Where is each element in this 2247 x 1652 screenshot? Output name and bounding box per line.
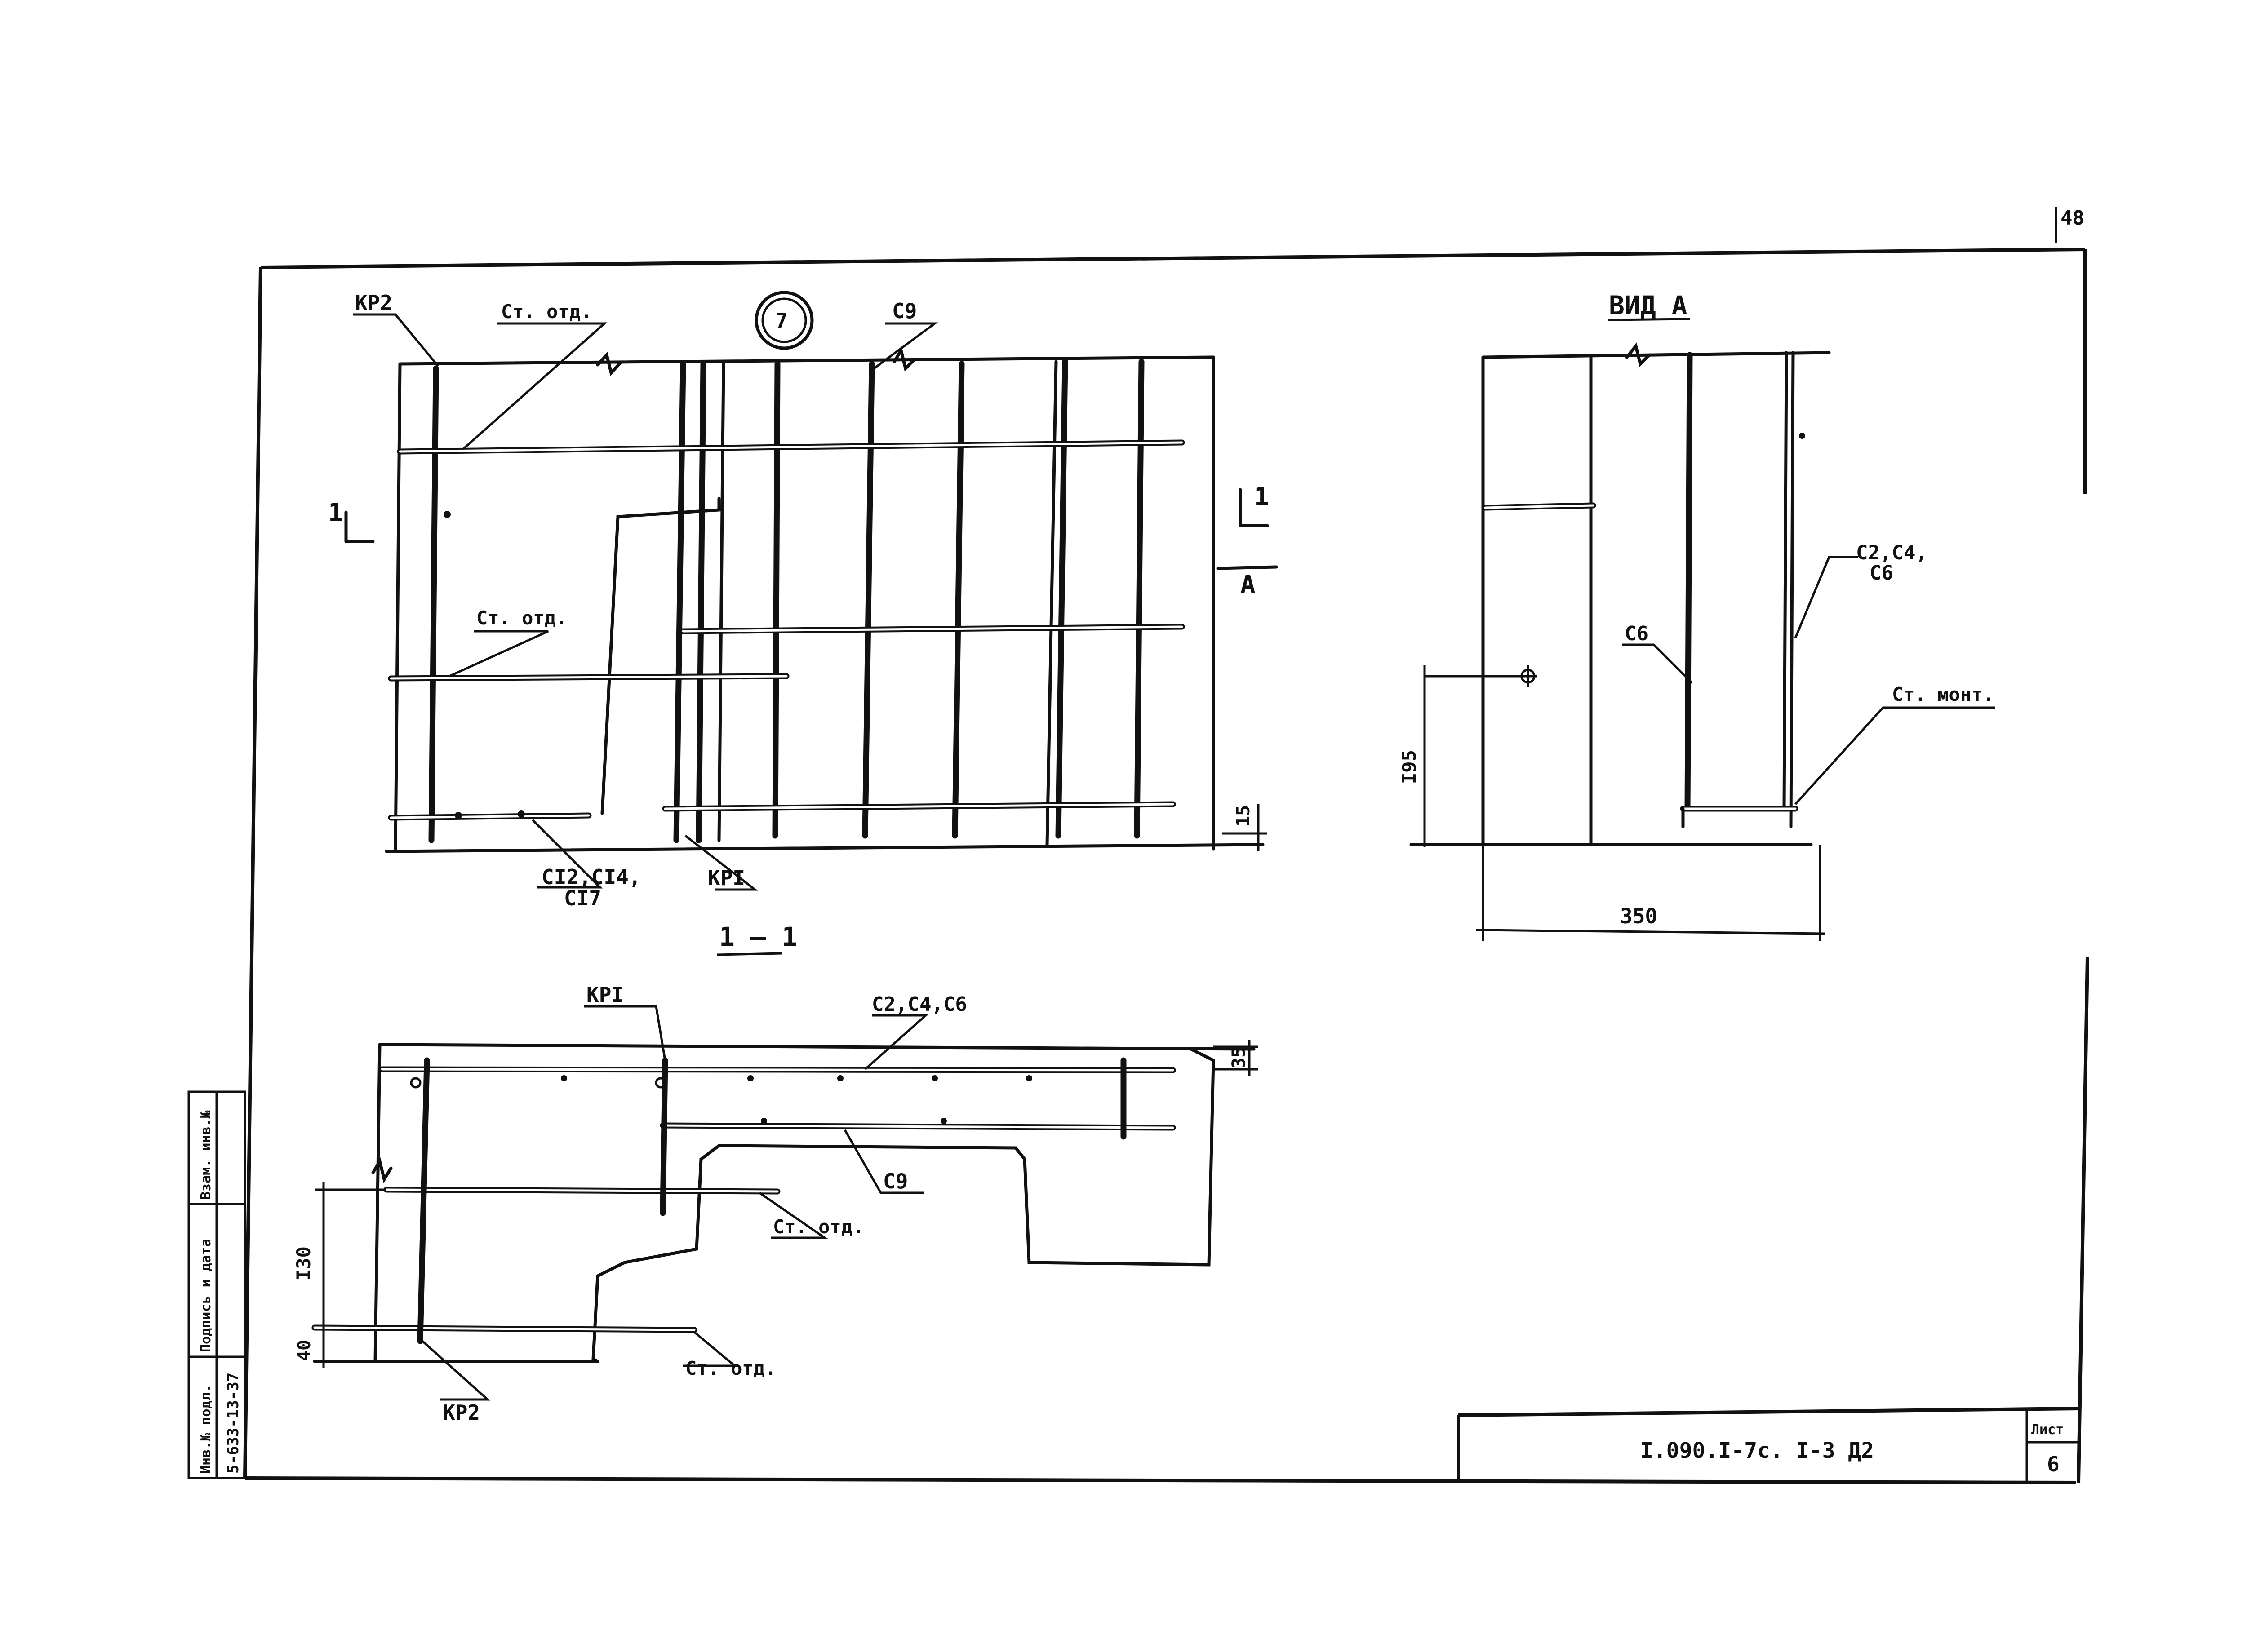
- label-c2c4c6: С2,С4,С6: [872, 993, 967, 1016]
- label-kr1: КРI: [708, 866, 745, 890]
- dim-195: I95: [1398, 750, 1420, 784]
- label-c2c4-line2: С6: [1870, 562, 1893, 585]
- label-st-otd-mid: Ст. отд.: [476, 607, 567, 629]
- label-st-otd-section-1: Ст. отд.: [773, 1216, 864, 1238]
- stamp-inv-value: 5-633-13-37: [224, 1373, 242, 1474]
- label-kr2: КР2: [355, 291, 392, 315]
- stamp-signature-label: Подпись и дата: [198, 1239, 214, 1352]
- section-mark-left: 1: [328, 498, 343, 527]
- sheet-number: 6: [2047, 1452, 2060, 1476]
- label-st-otd-top: Ст. отд.: [501, 301, 592, 323]
- section-1-1: [311, 1005, 1258, 1401]
- dim-15: 15: [1233, 805, 1254, 827]
- sheet-label: Лист: [2031, 1422, 2064, 1438]
- view-title: ВИД А: [1609, 290, 1687, 321]
- view-mark: A: [1240, 570, 1256, 599]
- label-c9: С9: [892, 299, 917, 323]
- label-c2c4-line1: С2,С4,: [1856, 541, 1927, 564]
- label-kr2-section: КР2: [443, 1400, 480, 1425]
- section-title: 1 — 1: [719, 921, 798, 952]
- view-a: [1409, 342, 1995, 941]
- label-st-otd-section-2: Ст. отд.: [685, 1357, 776, 1379]
- page-number: 48: [2060, 207, 2084, 230]
- label-c9-section: С9: [883, 1169, 908, 1193]
- side-stamp: Инв.№ подл. 5-633-13-37 Подпись и дата В…: [187, 1090, 246, 1479]
- label-c12-line2: СI7: [564, 886, 601, 910]
- dim-35: 35: [1229, 1047, 1249, 1068]
- dim-350: 350: [1620, 904, 1657, 928]
- drawing-code: I.090.I-7с. I-3 Д2: [1640, 1438, 1874, 1463]
- elevation-view: [344, 291, 1278, 891]
- label-c12-line1: СI2,СI4,: [542, 865, 641, 889]
- label-kr1-section: КРI: [586, 983, 624, 1007]
- dim-130: I30: [293, 1246, 315, 1280]
- title-block: [1457, 1407, 2081, 1482]
- label-c6: С6: [1625, 622, 1648, 645]
- label-st-mont: Ст. монт.: [1892, 683, 1994, 705]
- stamp-replace-label: Взам. инв.№: [198, 1110, 214, 1200]
- section-mark-right: 1: [1254, 483, 1269, 512]
- stamp-inv-label: Инв.№ подл.: [198, 1384, 214, 1474]
- detail-number: 7: [775, 309, 788, 333]
- sheet-frame: [243, 207, 2089, 1484]
- dim-40: 40: [294, 1340, 315, 1361]
